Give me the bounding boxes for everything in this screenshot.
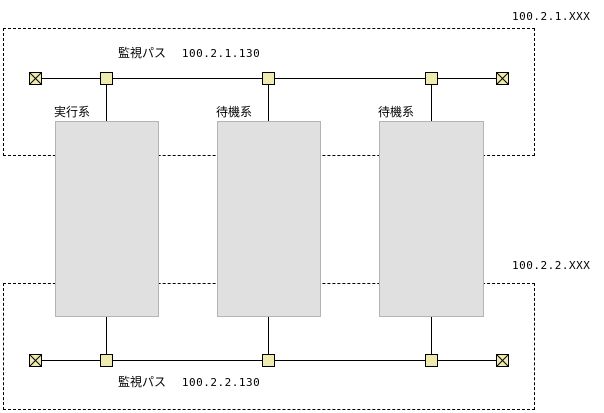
terminator-icon xyxy=(29,354,42,367)
connector-bottom-3 xyxy=(431,317,432,355)
nic-node-top-1[interactable] xyxy=(100,72,113,85)
bus-address: 100.2.2.130 xyxy=(181,376,261,389)
terminator-icon xyxy=(496,354,509,367)
connector-bottom-1 xyxy=(106,317,107,355)
connector-bottom-2 xyxy=(268,317,269,355)
connector-top-2 xyxy=(268,84,269,121)
server-label-active: 実行系 xyxy=(54,105,91,119)
bus-label-bottom: 監視パス 100.2.2.130 xyxy=(118,375,260,390)
terminator-icon xyxy=(496,72,509,85)
connector-top-3 xyxy=(431,84,432,121)
subnet-label-top: 100.2.1.XXX xyxy=(512,10,591,23)
nic-node-bottom-1[interactable] xyxy=(100,354,113,367)
bus-label-text: 監視パス xyxy=(118,375,167,389)
bus-label-text: 監視パス xyxy=(118,46,167,60)
terminator-icon xyxy=(29,72,42,85)
connector-top-1 xyxy=(106,84,107,121)
server-box-standby-2[interactable] xyxy=(379,121,484,317)
nic-node-top-2[interactable] xyxy=(262,72,275,85)
nic-node-bottom-3[interactable] xyxy=(425,354,438,367)
server-box-standby-1[interactable] xyxy=(217,121,321,317)
nic-node-top-3[interactable] xyxy=(425,72,438,85)
server-label-standby-2: 待機系 xyxy=(378,105,415,119)
nic-node-bottom-2[interactable] xyxy=(262,354,275,367)
server-label-standby-1: 待機系 xyxy=(216,105,253,119)
subnet-label-bottom: 100.2.2.XXX xyxy=(512,259,591,272)
bus-address: 100.2.1.130 xyxy=(181,47,261,60)
server-box-active[interactable] xyxy=(55,121,159,317)
bus-label-top: 監視パス 100.2.1.130 xyxy=(118,46,260,61)
